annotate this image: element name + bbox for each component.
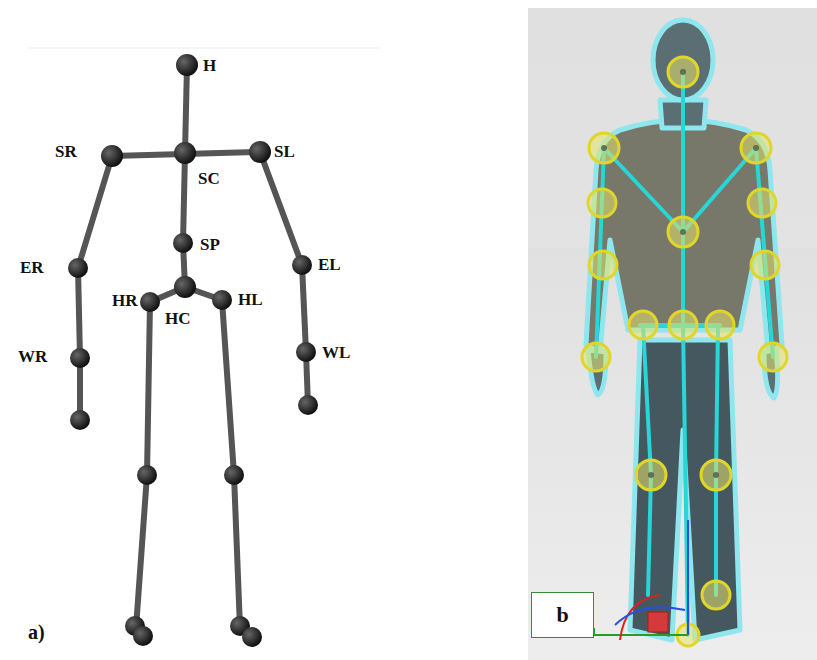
panel-label: a) [28,622,45,642]
joint-label: HL [238,291,263,308]
joint-label: HR [112,292,138,309]
joint-label: WL [322,344,350,361]
joint-label: EL [318,256,341,273]
joint-label: SC [198,170,220,187]
joint-label: HC [165,310,191,327]
panel-label-box: b [531,592,594,638]
joint-label: SR [55,143,77,160]
joint-label: SP [200,236,220,253]
joint-label: SL [274,143,295,160]
joint-label: WR [18,348,47,365]
panel-label: b [556,602,568,628]
joint-label: H [203,57,216,74]
joint-label: ER [20,259,44,276]
